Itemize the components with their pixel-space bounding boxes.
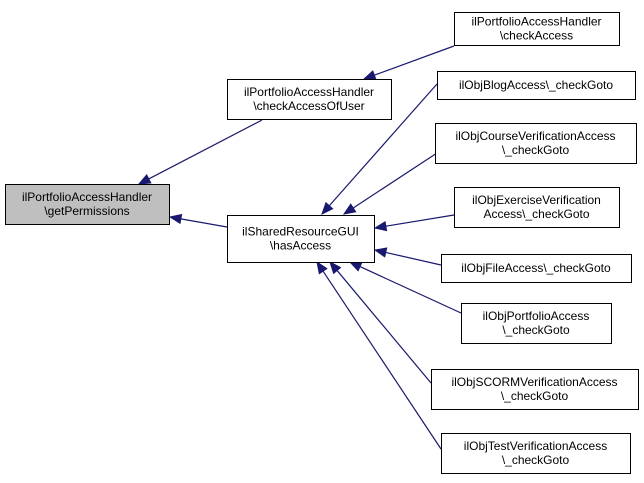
node-blogGoto[interactable]: ilObjBlogAccess\_checkGoto	[437, 71, 636, 100]
arrowhead	[348, 261, 363, 272]
edge-line	[352, 152, 438, 209]
edge-exerciseVerGoto-to-hasAccess	[373, 214, 455, 232]
node-box	[431, 369, 639, 410]
node-label-line: Access\_checkGoto	[483, 207, 589, 221]
node-courseVerGoto[interactable]: ilObjCourseVerificationAccess\_checkGoto	[435, 123, 637, 164]
arrowhead	[373, 247, 388, 258]
node-checkAccessOfUser[interactable]: ilPortfolioAccessHandler\checkAccessOfUs…	[227, 79, 392, 120]
node-getPermissions[interactable]: ilPortfolioAccessHandler\getPermissions	[5, 184, 170, 225]
arrowhead	[137, 174, 152, 185]
arrowhead	[321, 201, 334, 215]
edge-line	[374, 45, 455, 76]
node-label-line: ilObjFileAccess\_checkGoto	[461, 261, 611, 275]
nodes-layer: ilPortfolioAccessHandler\getPermissionsi…	[5, 12, 639, 474]
edge-line	[336, 270, 432, 384]
node-label-line: \_checkGoto	[501, 389, 569, 403]
node-label-line: ilPortfolioAccessHandler	[244, 85, 374, 99]
edge-line	[385, 251, 442, 266]
node-box	[441, 254, 632, 283]
node-label-line: ilObjBlogAccess\_checkGoto	[459, 78, 613, 92]
node-label-line: \checkAccess	[500, 29, 573, 43]
edge-hasAccess-to-getPermissions	[168, 213, 228, 228]
edge-line	[328, 83, 438, 207]
node-label-line: \getPermissions	[44, 204, 129, 218]
node-box	[454, 187, 620, 228]
node-label-line: \checkAccessOfUser	[253, 99, 364, 113]
node-label-line: ilObjExerciseVerification	[472, 193, 601, 207]
node-label-line: \hasAccess	[270, 239, 331, 253]
arrowhead	[342, 203, 357, 215]
arrowhead	[373, 220, 388, 232]
edge-checkAccessOfUser-to-getPermissions	[137, 119, 263, 185]
node-box	[227, 215, 375, 263]
node-box	[5, 184, 170, 225]
node-label-line: ilSharedResourceGUI	[242, 225, 359, 239]
arrowhead	[329, 260, 342, 275]
node-label-line: ilObjSCORMVerificationAccess	[451, 375, 617, 389]
arrowhead	[316, 260, 328, 275]
node-label-line: ilObjPortfolioAccess	[483, 309, 590, 323]
edge-checkAccess-to-checkAccessOfUser	[362, 45, 455, 80]
node-label-line: \_checkGoto	[502, 143, 570, 157]
edge-line	[180, 218, 228, 228]
edge-line	[322, 270, 442, 450]
arrowhead	[168, 213, 183, 225]
edge-testVerGoto-to-hasAccess	[316, 260, 442, 450]
node-box	[435, 123, 637, 164]
node-fileGoto[interactable]: ilObjFileAccess\_checkGoto	[441, 254, 632, 283]
edge-blogGoto-to-hasAccess	[321, 83, 438, 215]
node-label-line: ilObjTestVerificationAccess	[464, 439, 607, 453]
node-box	[441, 433, 631, 474]
arrowhead	[362, 70, 377, 80]
node-portfolioGoto[interactable]: ilObjPortfolioAccess\_checkGoto	[461, 303, 612, 344]
edge-line	[385, 214, 455, 227]
node-hasAccess[interactable]: ilSharedResourceGUI\hasAccess	[227, 215, 375, 263]
edge-courseVerGoto-to-hasAccess	[342, 152, 438, 215]
edge-line	[359, 266, 462, 314]
edges-layer	[137, 45, 462, 450]
node-box	[454, 12, 620, 46]
node-label-line: ilPortfolioAccessHandler	[471, 15, 601, 29]
edge-line	[148, 119, 263, 180]
node-box	[227, 79, 392, 120]
edge-fileGoto-to-hasAccess	[373, 247, 442, 266]
node-box	[437, 71, 636, 100]
node-scormVerGoto[interactable]: ilObjSCORMVerificationAccess\_checkGoto	[431, 369, 639, 410]
node-label-line: ilPortfolioAccessHandler	[22, 190, 152, 204]
node-label-line: ilObjCourseVerificationAccess	[455, 129, 615, 143]
node-exerciseVerGoto[interactable]: ilObjExerciseVerificationAccess\_checkGo…	[454, 187, 620, 228]
node-label-line: \_checkGoto	[502, 323, 570, 337]
edge-scormVerGoto-to-hasAccess	[329, 260, 432, 384]
node-checkAccess[interactable]: ilPortfolioAccessHandler\checkAccess	[454, 12, 620, 46]
node-label-line: \_checkGoto	[502, 453, 570, 467]
node-box	[461, 303, 612, 344]
node-testVerGoto[interactable]: ilObjTestVerificationAccess\_checkGoto	[441, 433, 631, 474]
